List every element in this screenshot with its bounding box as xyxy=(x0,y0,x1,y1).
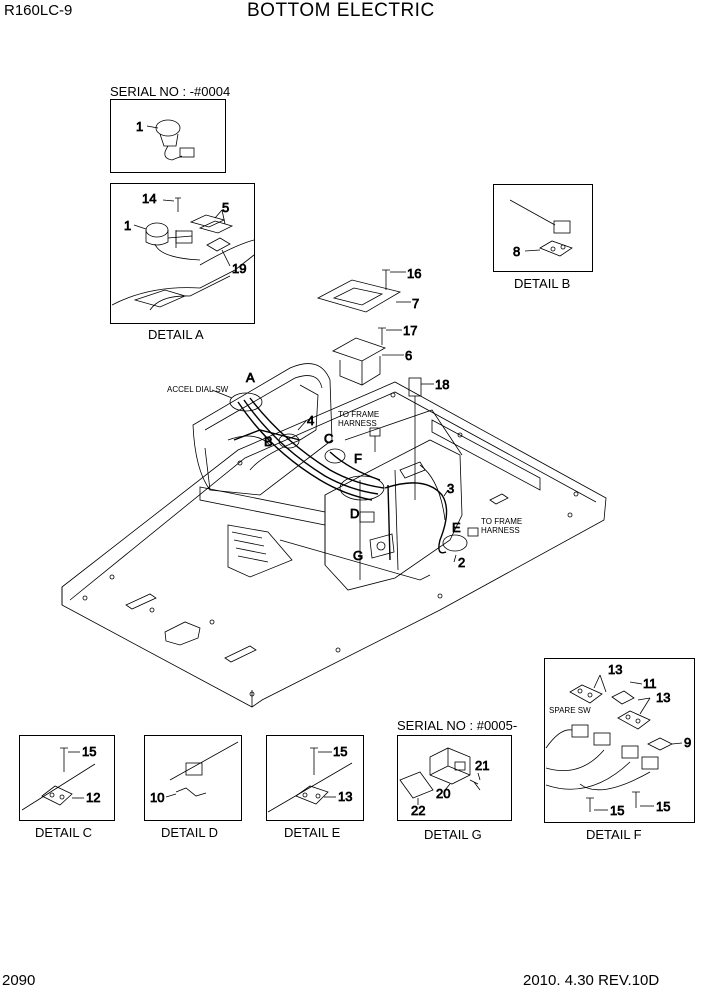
main-leaders xyxy=(211,271,457,563)
callout-f-11: 11 xyxy=(643,676,657,691)
to-frame-connector xyxy=(369,427,479,537)
to-frame-line-1b: HARNESS xyxy=(338,419,377,428)
detail-e-drawing xyxy=(267,747,353,813)
serial-new-label: SERIAL NO : #0005- xyxy=(397,718,518,733)
callout-a-14: 14 xyxy=(142,191,156,206)
connector-a xyxy=(229,392,263,412)
callout-7: 7 xyxy=(412,296,419,311)
switch-18 xyxy=(408,377,422,500)
bolt-17 xyxy=(378,327,386,345)
callout-3: 3 xyxy=(447,481,454,496)
callout-f-13b: 13 xyxy=(656,690,670,705)
accel-dial-sw-label: ACCEL DIAL SW xyxy=(167,385,229,394)
date-revision: 2010. 4.30 REV.10D xyxy=(523,972,660,989)
callout-b-8: 8 xyxy=(513,244,520,259)
callout-17: 17 xyxy=(403,323,417,338)
detail-b-caption: DETAIL B xyxy=(514,276,571,291)
floor-plate xyxy=(61,381,607,708)
callout-d-10: 10 xyxy=(150,790,164,805)
connector-b xyxy=(278,433,300,449)
to-frame-harness-label-1: TO FRAME HARNESS xyxy=(338,410,379,428)
callout-f-13a: 13 xyxy=(608,662,622,677)
callout-letter-f: F xyxy=(354,451,362,466)
connector-d xyxy=(359,511,375,523)
detail-a-box xyxy=(110,183,255,324)
callout-f-9: 9 xyxy=(684,735,691,750)
detail-g-drawing xyxy=(399,747,481,805)
page-number: 2090 xyxy=(2,972,36,989)
page-title: BOTTOM ELECTRIC xyxy=(247,0,435,21)
to-frame-harness-label-2: TO FRAME HARNESS xyxy=(481,517,522,535)
callout-e-15: 15 xyxy=(333,744,347,759)
callout-2: 2 xyxy=(458,555,465,570)
model-code: R160LC-9 xyxy=(4,2,73,19)
detail-c-drawing xyxy=(21,747,96,811)
detail-g-caption: DETAIL G xyxy=(424,827,482,842)
callout-letter-e: E xyxy=(452,520,461,535)
spare-sw-label: SPARE SW xyxy=(549,706,591,715)
cover-plate-7 xyxy=(316,279,402,313)
detail-c-caption: DETAIL C xyxy=(35,825,93,840)
callout-18: 18 xyxy=(435,377,449,392)
callout-g-20: 20 xyxy=(436,786,450,801)
serial-old-label: SERIAL NO : -#0004 xyxy=(110,84,231,99)
callout-letter-b: B xyxy=(264,434,273,449)
callout-4: 4 xyxy=(307,413,314,428)
detail-f-caption: DETAIL F xyxy=(586,827,642,842)
connector-f xyxy=(339,475,385,501)
detail-d-drawing xyxy=(165,741,239,798)
detail-c-box xyxy=(19,735,115,821)
callout-g-22: 22 xyxy=(411,803,425,818)
callout-letter-g: G xyxy=(353,548,363,563)
callout-letter-a: A xyxy=(246,370,255,385)
callout-g-21: 21 xyxy=(475,758,489,773)
left-console xyxy=(192,363,333,496)
callout-c-15: 15 xyxy=(82,744,96,759)
wire-harness xyxy=(233,397,448,561)
callout-a-19: 19 xyxy=(232,261,246,276)
bolt-16 xyxy=(382,269,390,290)
right-console xyxy=(324,409,463,591)
detail-f-drawing xyxy=(545,674,683,812)
callout-6: 6 xyxy=(405,348,412,363)
detail-a-drawing xyxy=(111,197,255,311)
connector-e xyxy=(442,534,468,552)
detail-d-box xyxy=(144,735,242,821)
callout-16: 16 xyxy=(407,266,421,281)
callout-old-1: 1 xyxy=(136,119,143,134)
callout-a-1: 1 xyxy=(124,218,131,233)
detail-g-box xyxy=(397,735,512,821)
callout-c-12: 12 xyxy=(86,790,100,805)
to-frame-line-2a: TO FRAME xyxy=(481,517,523,526)
callout-f-15b: 15 xyxy=(656,799,670,814)
callout-f-15a: 15 xyxy=(610,803,624,818)
detail-e-caption: DETAIL E xyxy=(284,825,341,840)
old-accel-dial xyxy=(146,119,195,161)
callout-a-5: 5 xyxy=(222,200,229,215)
callout-letter-c: C xyxy=(324,431,333,446)
detail-e-box xyxy=(266,735,364,821)
callout-e-13: 13 xyxy=(338,789,352,804)
detail-b-drawing xyxy=(509,199,573,257)
boot-6 xyxy=(332,337,386,386)
detail-d-caption: DETAIL D xyxy=(161,825,219,840)
connector-c xyxy=(324,448,346,464)
to-frame-line-2b: HARNESS xyxy=(481,526,520,535)
callout-letter-d: D xyxy=(350,506,359,521)
detail-f-box xyxy=(544,658,695,823)
to-frame-line-1a: TO FRAME xyxy=(338,410,380,419)
detail-a-caption: DETAIL A xyxy=(148,327,204,342)
detail-b-box xyxy=(493,184,593,272)
serial-old-detail-box xyxy=(110,99,226,173)
